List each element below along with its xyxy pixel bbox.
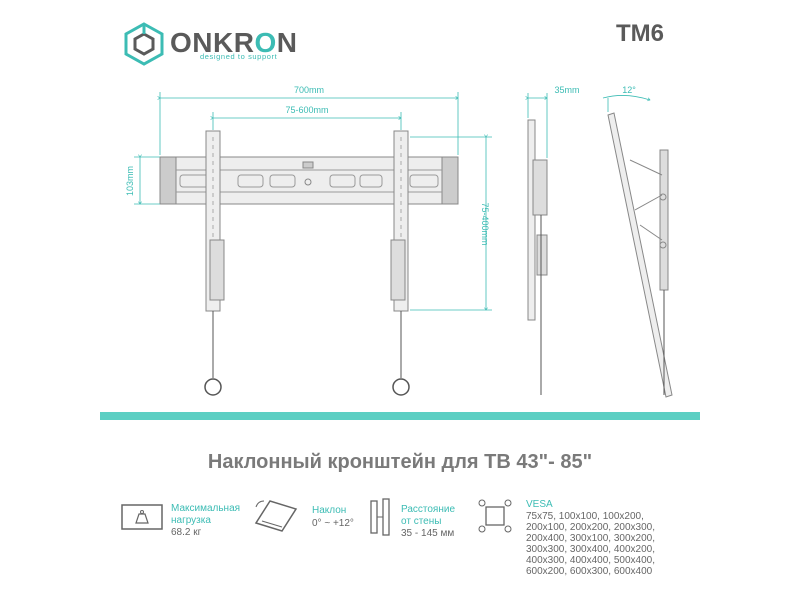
dim-total-width: 700mm — [294, 85, 324, 95]
dim-vesa-height: 75-400mm — [480, 202, 490, 245]
vesa-line: 400x300, 400x400, 500x400, — [526, 555, 655, 566]
dim-depth: 35mm — [554, 85, 579, 95]
vesa-icon — [478, 499, 512, 533]
load-icon — [121, 504, 163, 530]
vesa-list: 75x75, 100x100, 100x200, 200x100, 200x20… — [526, 511, 686, 577]
dim-vesa-width: 75-600mm — [285, 105, 328, 115]
side-view — [527, 119, 548, 395]
product-title: Наклонный кронштейн для ТВ 43"- 85" — [207, 451, 593, 473]
vesa-line: 200x400, 300x100, 300x200, — [526, 533, 655, 544]
vesa-line: 600x200, 600x300, 600x400 — [526, 566, 653, 577]
vesa-label: VESA — [526, 499, 553, 510]
divider-bar — [100, 412, 700, 420]
brand-name: ONKRON — [170, 27, 298, 58]
model-name: TM6 — [616, 20, 664, 47]
tilt-label: Наклон — [312, 505, 347, 516]
tilt-icon — [254, 500, 298, 532]
tilt-view — [607, 112, 673, 398]
vesa-line: 75x75, 100x100, 100x200, — [526, 511, 644, 522]
vesa-line: 200x100, 200x200, 200x300, — [526, 522, 655, 533]
dimension-lines — [134, 92, 492, 310]
brand-tagline: designed to support — [200, 52, 278, 61]
vesa-line: 300x300, 300x400, 400x200, — [526, 544, 655, 555]
dim-tilt: 12° — [622, 85, 636, 95]
dim-height: 103mm — [125, 166, 135, 196]
distance-icon — [370, 498, 390, 536]
load-value: 68.2 кг — [171, 527, 202, 538]
distance-value: 35 - 145 мм — [401, 528, 455, 539]
tilt-value: 0° ~ +12° — [312, 518, 354, 529]
technical-drawing: 700mm 75-600mm 103mm 75-400mm 35mm 12° — [125, 85, 673, 398]
front-view — [159, 130, 459, 396]
logo-icon — [124, 22, 164, 66]
